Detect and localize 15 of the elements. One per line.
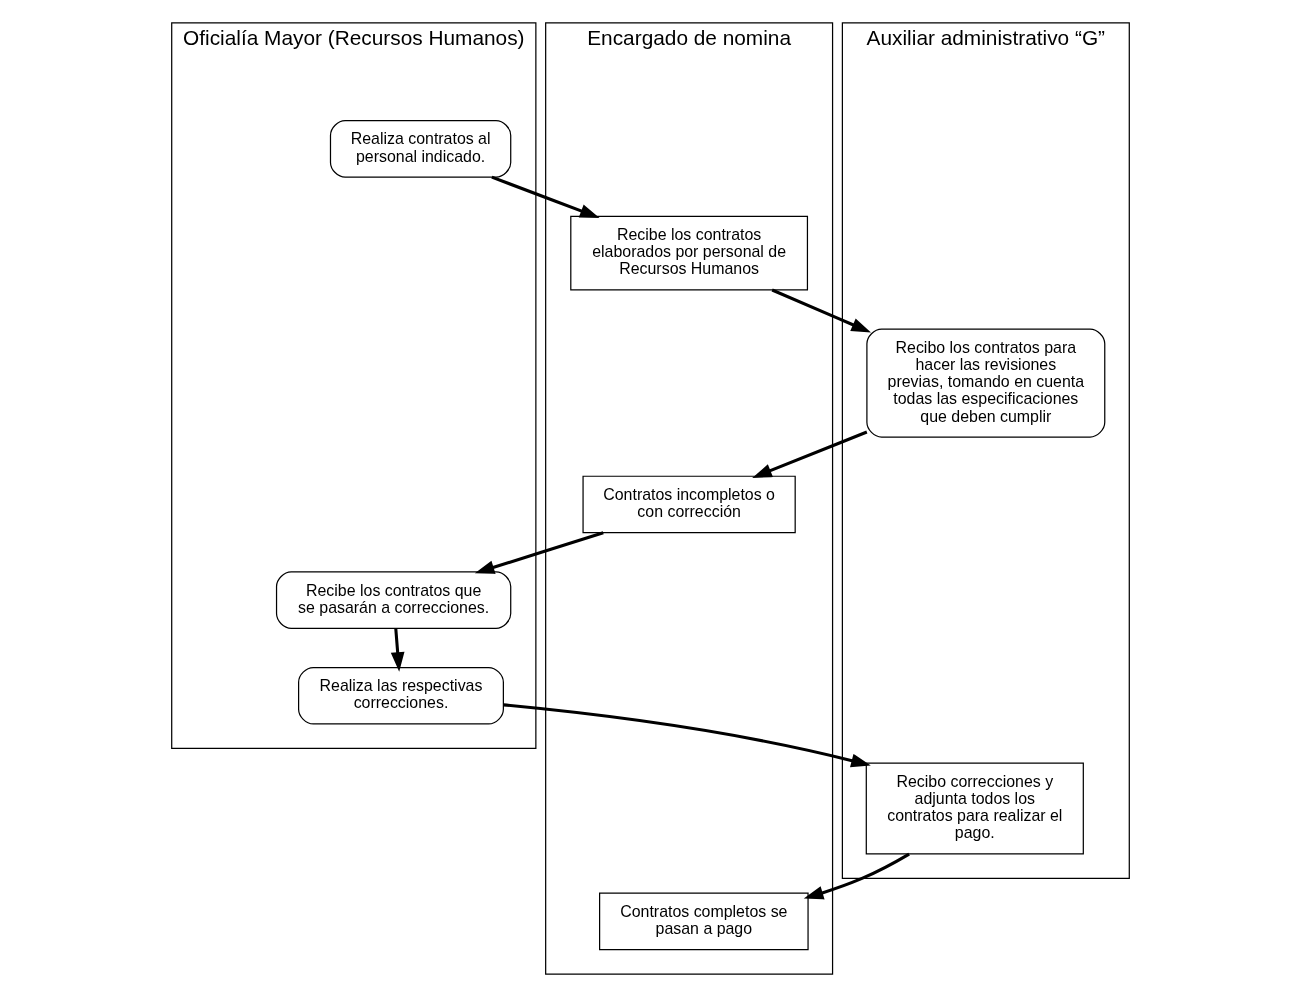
arrow [474,531,604,574]
arrow [803,852,910,900]
node-box: Recibo los contratos para hacer las revisiones previas, tomando en cuenta todas las especificaciones que deben cumplir [865,328,1105,438]
arrow [390,628,405,672]
node-box: Contratos incompletos o con corrección [581,475,796,534]
arrow [751,430,867,478]
node-box: Realiza las respectivas correcciones. [297,666,504,725]
node-box: Recibe los contratos que se pasarán a correcciones. [275,571,511,629]
arrow [771,288,871,333]
node-box: Realiza contratos al personal indicado. [329,120,511,178]
node-box: Contratos completos se pasan a pago [598,892,809,951]
arrow [490,175,600,218]
node-box: Recibo correcciones y adjunta todos los contratos para realizar el pago. [865,762,1084,855]
node-box: Recibe los contratos elaborados por personal de Recursos Humanos [569,215,808,291]
arrow [502,703,871,768]
